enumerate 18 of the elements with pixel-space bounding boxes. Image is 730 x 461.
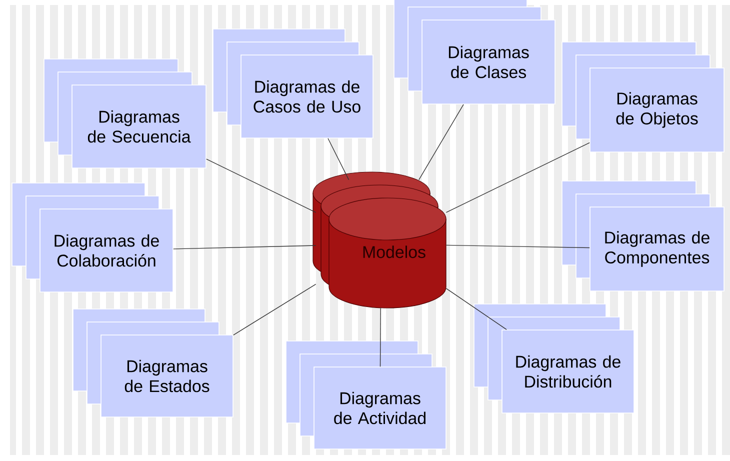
stacked-box: Diagramas de Distribución: [474, 304, 634, 414]
stacked-box: Diagramas de Clases: [394, 0, 556, 104]
stacked-box: Diagramas de Casos de Uso: [212, 28, 374, 138]
stacked-box: Diagramas de Actividad: [286, 340, 446, 450]
connector-line: [233, 284, 316, 336]
connector-line: [206, 158, 316, 213]
stacked-box: Diagramas de Componentes: [562, 180, 724, 292]
database-cylinder: Modelos: [312, 172, 446, 308]
connector-line: [446, 142, 590, 213]
stacked-box: Diagramas de Objetos: [562, 42, 724, 152]
connector-line: [418, 104, 464, 180]
connector-line: [446, 244, 590, 248]
stacked-box: Diagramas de Colaboración: [12, 182, 174, 292]
connector-line: [173, 245, 316, 250]
stacked-box: Diagramas de Secuencia: [44, 58, 206, 168]
connector-line: [446, 288, 507, 330]
connector-line: [380, 308, 381, 367]
stacked-box: Diagramas de Estados: [72, 308, 234, 418]
